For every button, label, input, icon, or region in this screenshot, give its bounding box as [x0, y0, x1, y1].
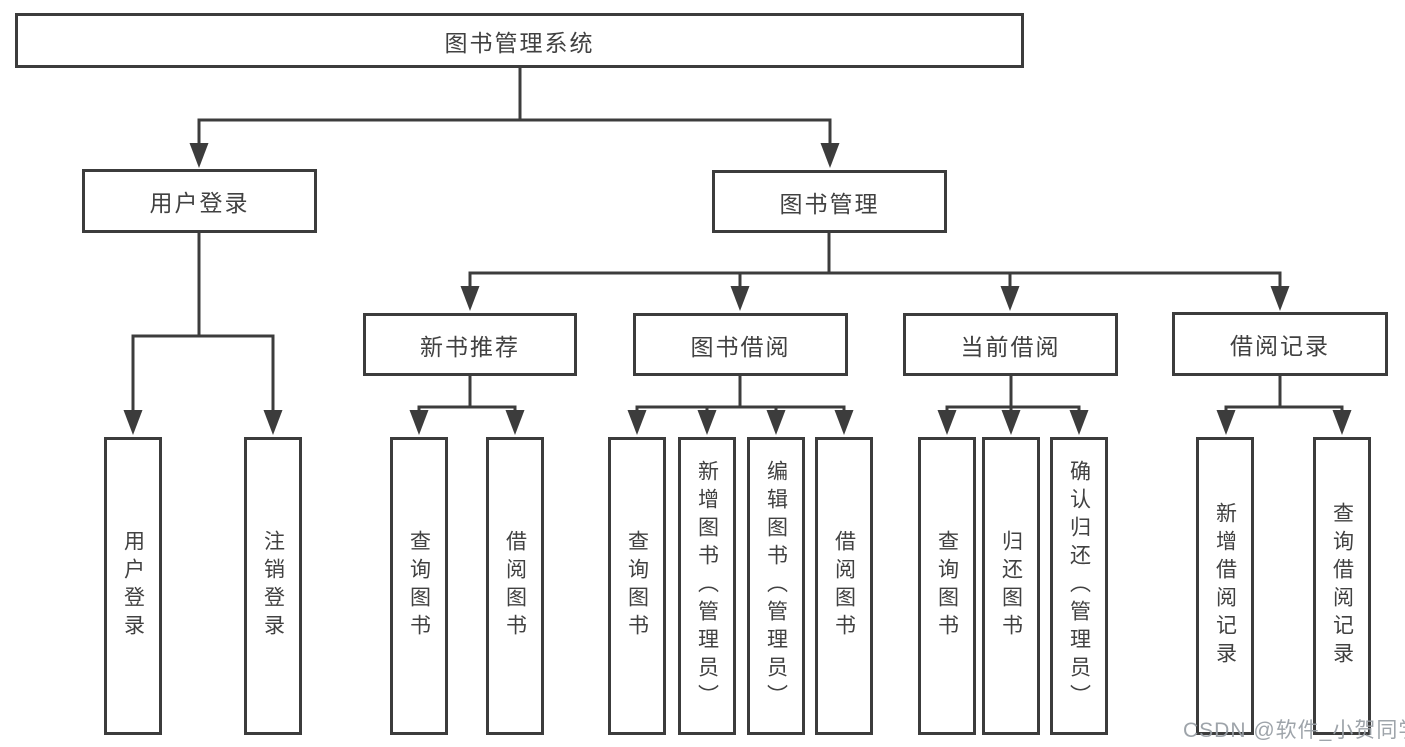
- leaf-add-books-admin: 新增图书（管理员）: [678, 437, 736, 735]
- leaf-confirm-return-admin-label: 确认归还（管理员）: [1067, 460, 1091, 712]
- leaf-query-books-recommend-label: 查询图书: [407, 530, 431, 642]
- leaf-return-books: 归还图书: [982, 437, 1040, 735]
- leaf-query-books-current: 查询图书: [918, 437, 976, 735]
- leaf-add-books-admin-label: 新增图书（管理员）: [695, 460, 719, 712]
- leaf-return-books-label: 归还图书: [999, 530, 1023, 642]
- leaf-logout: 注销登录: [244, 437, 302, 735]
- watermark-text: CSDN @软件_小贺同学: [1183, 719, 1405, 742]
- wire-current-borrow-to-leaves: [937, 376, 1089, 435]
- node-user-login: 用户登录: [82, 169, 317, 233]
- leaf-borrow-books-recommend: 借阅图书: [486, 437, 544, 735]
- leaf-edit-books-admin: 编辑图书（管理员）: [747, 437, 805, 735]
- leaf-edit-books-admin-label: 编辑图书（管理员）: [764, 460, 788, 712]
- wire-book-borrow-to-leaves: [627, 376, 854, 435]
- node-book-borrowing-label: 图书借阅: [690, 333, 791, 360]
- leaf-user-login-label: 用户登录: [121, 530, 145, 642]
- leaf-confirm-return-admin: 确认归还（管理员）: [1050, 437, 1108, 735]
- wire-root-to-level2: [189, 68, 840, 168]
- node-borrowing-records-label: 借阅记录: [1230, 333, 1330, 359]
- leaf-query-books-recommend: 查询图书: [390, 437, 448, 735]
- leaf-query-books-borrow-label: 查询图书: [625, 530, 649, 642]
- wire-new-book-recommend-to-leaves: [409, 376, 525, 435]
- wire-book-management-to-level3: [460, 233, 1290, 311]
- node-current-borrowing-label: 当前借阅: [960, 333, 1061, 360]
- node-library-management-system-label: 图书管理系统: [444, 29, 595, 56]
- wire-user-login-to-leaves: [123, 233, 283, 435]
- node-user-login-label: 用户登录: [149, 190, 250, 216]
- leaf-query-books-borrow: 查询图书: [608, 437, 666, 735]
- leaf-query-books-current-label: 查询图书: [935, 530, 959, 642]
- node-book-borrowing: 图书借阅: [633, 313, 848, 376]
- leaf-query-borrow-record: 查询借阅记录: [1313, 437, 1371, 735]
- node-current-borrowing: 当前借阅: [903, 313, 1118, 376]
- node-book-management: 图书管理: [712, 170, 947, 233]
- leaf-borrow-books-recommend-label: 借阅图书: [503, 530, 527, 642]
- leaf-borrow-books: 借阅图书: [815, 437, 873, 735]
- node-library-management-system: 图书管理系统: [15, 13, 1024, 68]
- leaf-add-borrow-record-label: 新增借阅记录: [1213, 502, 1237, 670]
- node-new-book-recommendation: 新书推荐: [363, 313, 577, 376]
- node-new-book-recommendation-label: 新书推荐: [420, 333, 520, 360]
- leaf-add-borrow-record: 新增借阅记录: [1196, 437, 1254, 735]
- leaf-user-login: 用户登录: [104, 437, 162, 735]
- wire-borrow-records-to-leaves: [1216, 376, 1352, 435]
- node-borrowing-records: 借阅记录: [1172, 312, 1388, 376]
- node-book-management-label: 图书管理: [779, 190, 880, 217]
- leaf-logout-label: 注销登录: [261, 530, 285, 642]
- leaf-borrow-books-label: 借阅图书: [832, 530, 856, 642]
- leaf-query-borrow-record-label: 查询借阅记录: [1330, 502, 1354, 670]
